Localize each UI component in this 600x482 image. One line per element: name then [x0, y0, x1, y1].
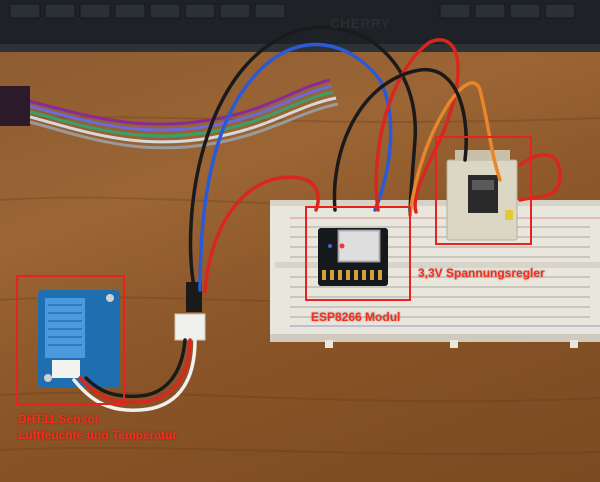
wires [72, 25, 562, 412]
dht11-caption-line1: DHT11 Sensor [18, 412, 100, 426]
dht11-sensor [38, 290, 120, 388]
esp8266-caption: ESP8266 Modul [311, 310, 401, 324]
dht11-annotation-box [16, 275, 125, 405]
ribbon-connector [0, 86, 30, 126]
jst-connector [174, 282, 206, 341]
dht11-caption-line2: Luftfeuchte und Temperatur [18, 428, 178, 442]
ribbon-cable [0, 78, 339, 150]
esp8266-annotation-box [305, 206, 411, 301]
esp8266-module [318, 228, 388, 286]
keyboard [0, 0, 600, 52]
regulator-caption: 3,3V Spannungsregler [418, 266, 545, 280]
breadboard-holes [290, 226, 590, 318]
regulator-annotation-box [435, 136, 532, 245]
keyboard-brand-label: CHERRY [330, 16, 391, 31]
